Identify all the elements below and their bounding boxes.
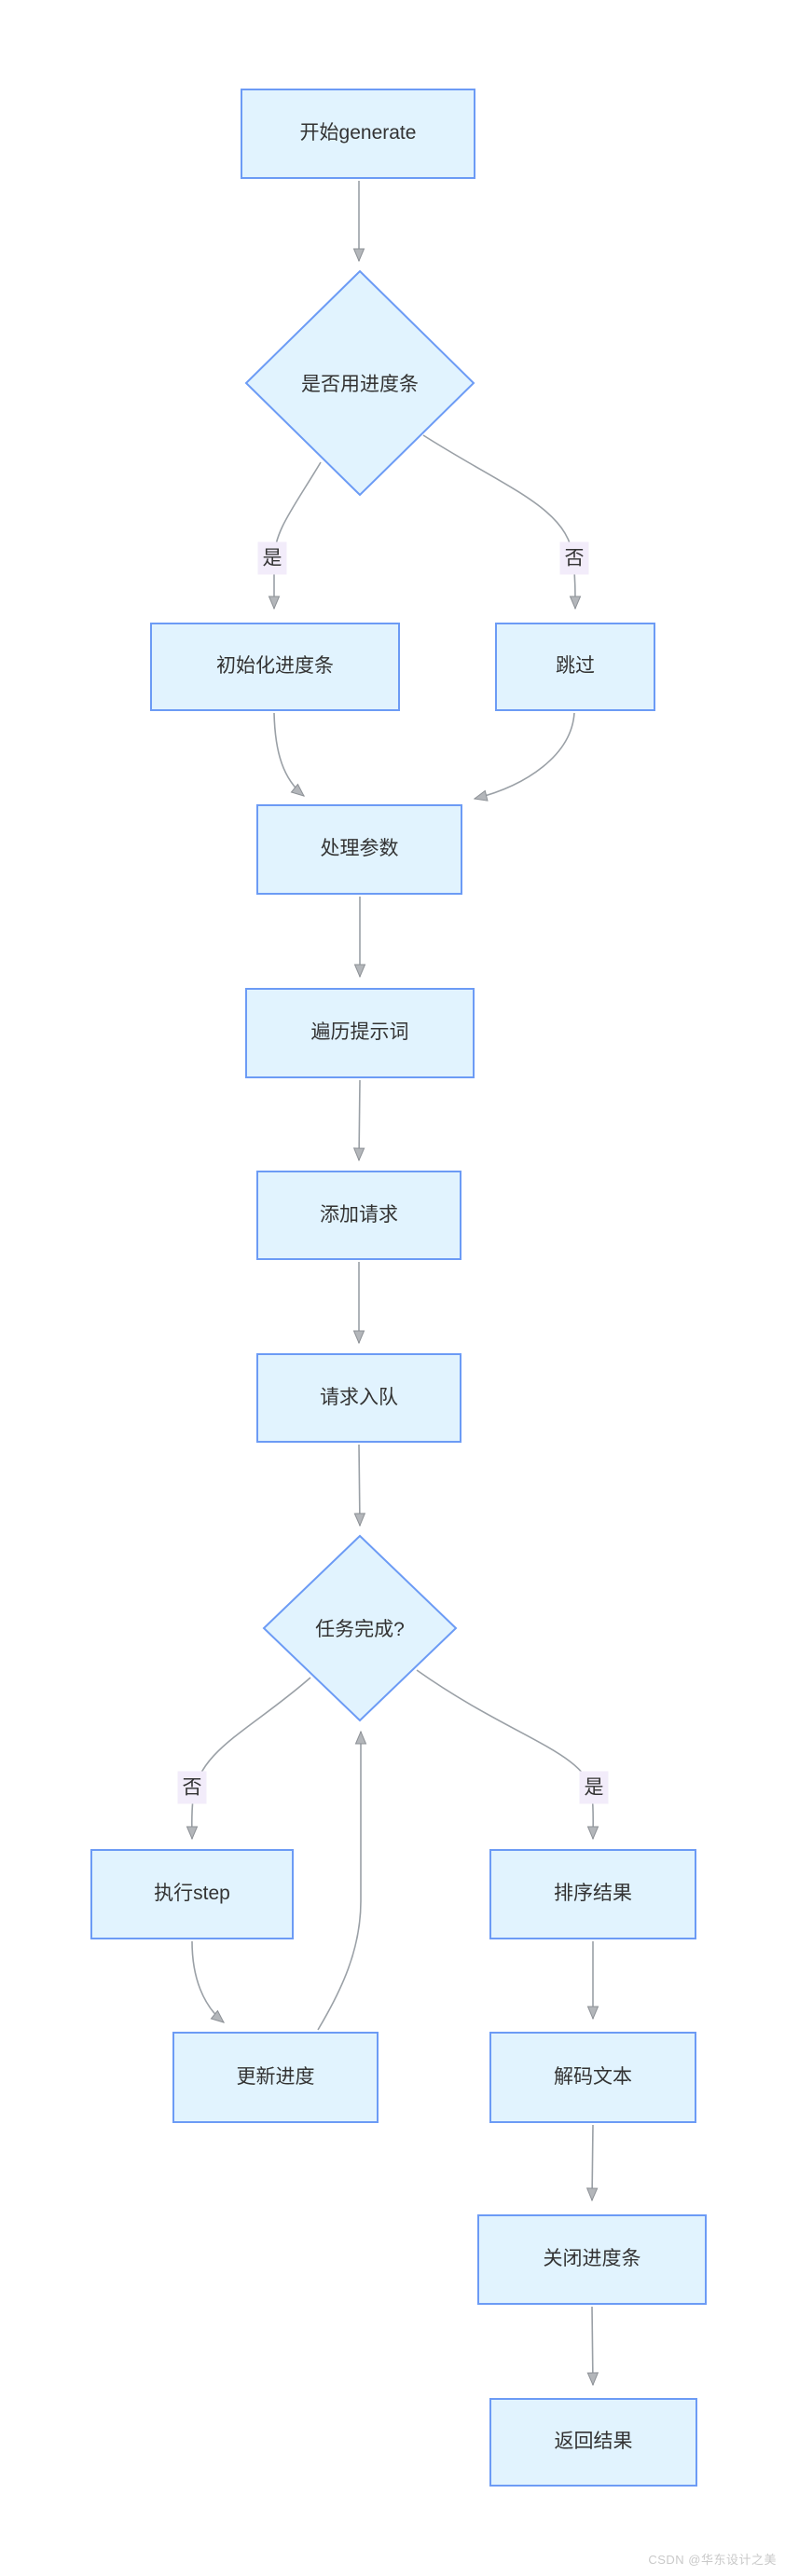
edge-label-no-1: 否 [559, 541, 589, 575]
node-run-step: 执行step [90, 1849, 294, 1939]
edge-run-step-to-update-progress [191, 1940, 225, 2023]
edge-skip-to-process-params [473, 712, 575, 802]
edge-enqueue-request-to-task-done [353, 1444, 366, 1528]
node-sort-results: 排序结果 [489, 1849, 696, 1939]
node-add-request: 添加请求 [256, 1171, 461, 1260]
edge-update-progress-to-task-done [317, 1730, 367, 2031]
node-close-progress: 关闭进度条 [477, 2214, 707, 2305]
node-iterate-prompts: 遍历提示词 [245, 988, 475, 1078]
edge-iterate-prompts-to-add-request [352, 1079, 365, 1162]
edge-decode-text-to-close-progress [585, 2124, 599, 2202]
edge-close-progress-to-return-results [586, 2306, 599, 2387]
node-init-progress: 初始化进度条 [150, 623, 400, 711]
node-update-progress: 更新进度 [172, 2032, 379, 2123]
edge-label-yes-1: 是 [257, 541, 287, 575]
edge-label-yes-2: 是 [579, 1771, 609, 1804]
node-task-done-label: 任务完成? [315, 1619, 405, 1640]
node-decode-text: 解码文本 [489, 2032, 696, 2123]
node-start: 开始generate [241, 89, 475, 179]
node-use-progress-shape [244, 269, 475, 497]
edge-use-progress-no-to-skip [422, 434, 582, 610]
node-skip: 跳过 [495, 623, 655, 711]
node-enqueue-request: 请求入队 [256, 1353, 461, 1443]
edge-init-progress-to-process-params [273, 712, 305, 797]
node-use-progress-label: 是否用进度条 [301, 374, 419, 395]
node-return-results: 返回结果 [489, 2398, 697, 2487]
csdn-watermark: CSDN @华东设计之美 [648, 2553, 777, 2567]
edge-label-no-2: 否 [177, 1771, 207, 1804]
node-task-done-shape [262, 1534, 458, 1722]
node-process-params: 处理参数 [256, 804, 462, 895]
